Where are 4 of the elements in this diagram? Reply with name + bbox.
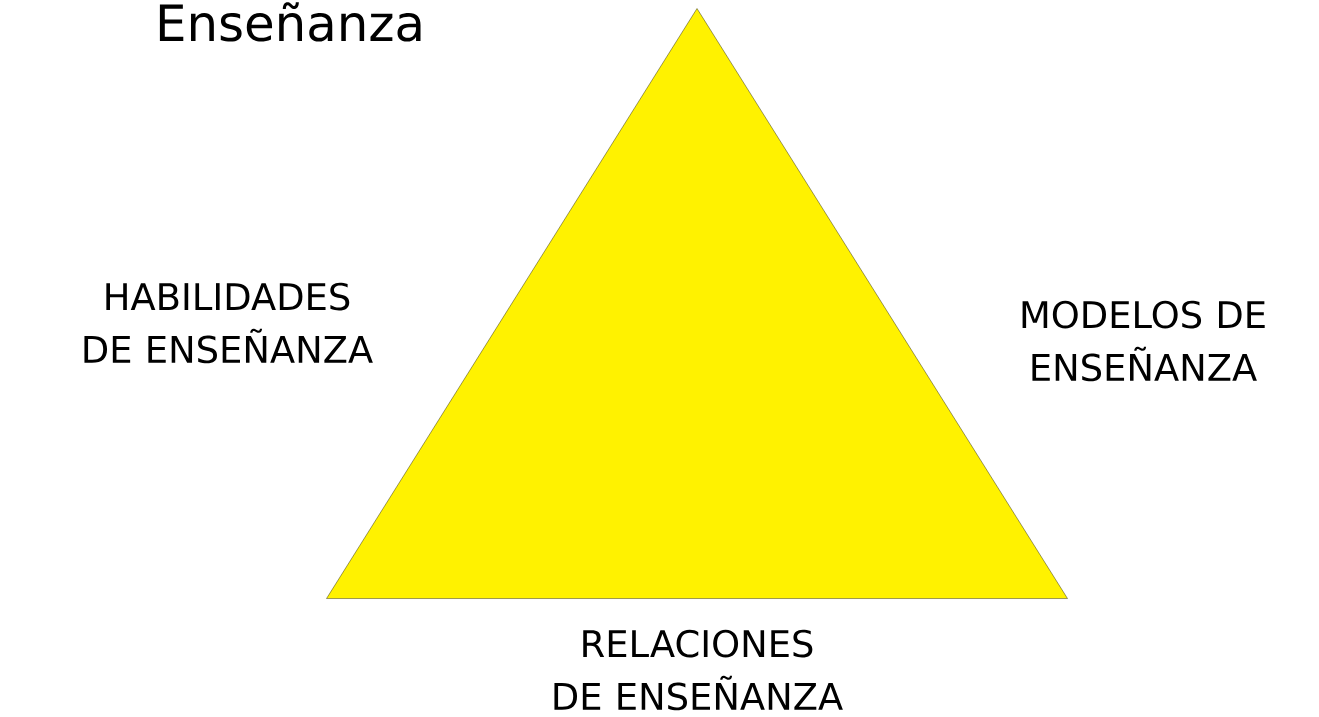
corner-label: MODELOS DE ENSEÑANZA (1022, 300, 1265, 382)
title: Enseñanza (159, 2, 421, 42)
corner-label: RELACIONES DE ENSEÑANZA (554, 629, 843, 711)
corner-label: HABILIDADES DE ENSEÑANZA (84, 282, 373, 364)
